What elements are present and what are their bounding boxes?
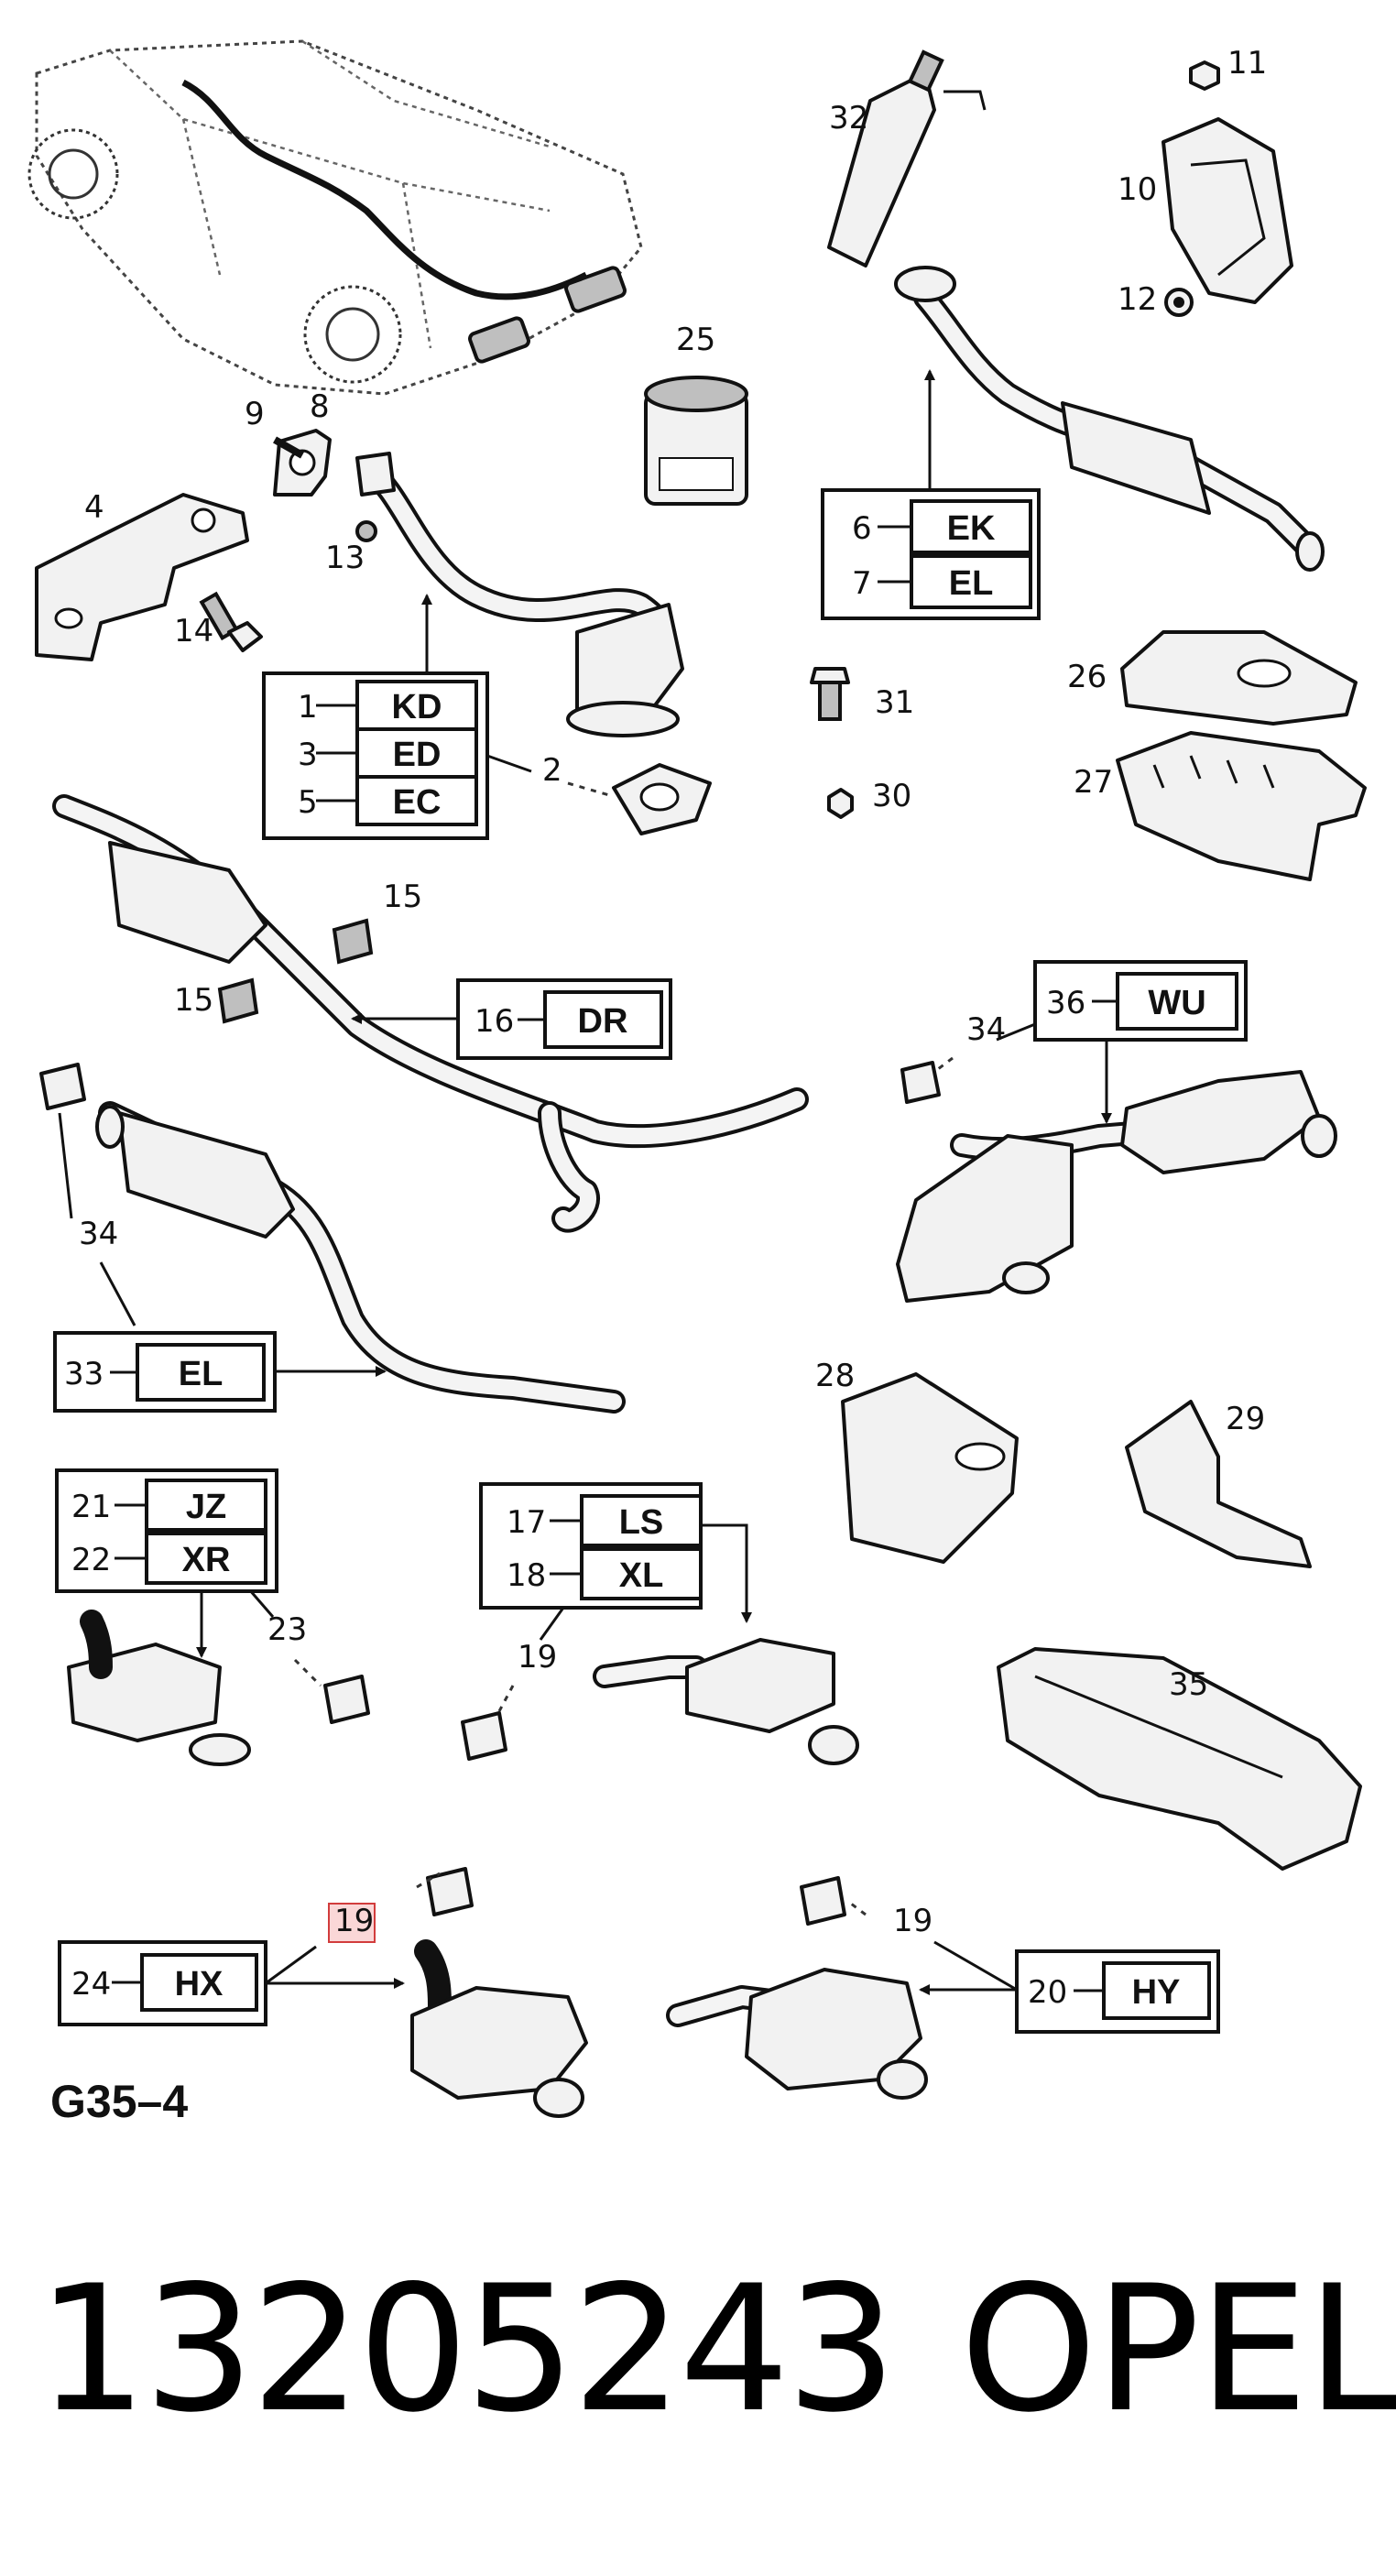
- front-pipe-illustration: [355, 452, 684, 737]
- clamp-illustration: [39, 1063, 86, 1110]
- figure-id: G35–4: [50, 2076, 189, 2127]
- callout-label: 19: [334, 1903, 374, 1939]
- box-row-code: WU: [1148, 984, 1205, 1022]
- leader-lines: [58, 369, 1112, 1995]
- callout-label: 13: [325, 540, 365, 576]
- box-row-code: JZ: [186, 1488, 226, 1526]
- box-row-number: 24: [71, 1966, 111, 2003]
- code-box-rear-muffler-jz: 21 22 JZ XR: [55, 1468, 278, 1593]
- callout-highlight-box: [328, 1903, 376, 1943]
- callout-label: 12: [1118, 281, 1157, 318]
- heat-shield-illustration: [1116, 630, 1367, 881]
- callout-label: 28: [815, 1358, 855, 1394]
- callout-label: 19: [893, 1903, 932, 1939]
- box-row-number: 22: [71, 1542, 111, 1578]
- box-row-code: EK: [947, 509, 996, 548]
- callout-label: 15: [383, 879, 422, 915]
- box-row-number: 17: [507, 1504, 546, 1541]
- center-muffler-illustration: [52, 794, 809, 1233]
- callout-label: 26: [1067, 659, 1107, 695]
- rear-muffler-ls-illustration: [461, 1638, 859, 1765]
- box-row-code: ED: [393, 736, 442, 774]
- code-box-rear-muffler-ls: 17 18 LS XL: [479, 1482, 703, 1610]
- box-row-number: 5: [298, 784, 318, 821]
- mounting-bracket-illustration: [35, 493, 263, 661]
- callout-label: 15: [174, 982, 213, 1019]
- sealant-tube-illustration: [827, 49, 987, 267]
- code-box-center-muffler: 16 DR: [456, 978, 672, 1060]
- box-row-number: 33: [64, 1356, 104, 1392]
- callout-label: 34: [966, 1011, 1006, 1048]
- paste-can-illustration: [644, 376, 748, 506]
- rear-muffler-wu-illustration: [896, 1061, 1337, 1303]
- box-row-code: EL: [179, 1355, 224, 1393]
- callout-label: 10: [1118, 171, 1157, 208]
- box-row-code: LS: [619, 1503, 664, 1542]
- box-row-number: 7: [852, 565, 872, 602]
- gasket-stud-nut-illustration: [273, 429, 377, 542]
- callout-label: 27: [1074, 764, 1113, 801]
- code-box-rear-muffler-hx: 24 HX: [58, 1940, 267, 2026]
- callout-label: 8: [310, 388, 330, 425]
- box-row-code: HY: [1132, 1973, 1181, 2012]
- rear-muffler-jz-illustration: [67, 1610, 370, 1766]
- front-pipe-catalyst-illustration: [894, 266, 1325, 572]
- intermediate-pipe-illustration: [95, 1101, 626, 1414]
- rear-muffler-hy-illustration: [666, 1876, 928, 2100]
- callout-label: 4: [84, 489, 104, 526]
- box-row-code: XL: [619, 1556, 664, 1595]
- box-row-code: EC: [393, 783, 442, 822]
- callout-label: 31: [875, 684, 914, 721]
- callout-label: 30: [872, 778, 911, 814]
- box-row-number: 36: [1046, 985, 1085, 1021]
- box-row-code: EL: [949, 564, 994, 603]
- callout-label: 19: [518, 1639, 557, 1675]
- code-box-catalyst-pipe: 6 7 EK EL: [821, 488, 1041, 620]
- box-row-number: 3: [298, 737, 318, 773]
- brand-caption: OPEL: [960, 2248, 1396, 2450]
- box-row-code: XR: [182, 1541, 231, 1579]
- callout-label: 2: [542, 752, 562, 789]
- box-row-code: KD: [392, 688, 442, 726]
- code-box-rear-muffler-wu: 36 WU: [1033, 960, 1248, 1042]
- box-row-number: 18: [507, 1557, 546, 1594]
- box-row-number: 21: [71, 1489, 111, 1525]
- callout-label: 14: [174, 613, 213, 649]
- callout-label: 11: [1227, 45, 1267, 82]
- heat-bracket-illustration: [1162, 60, 1293, 317]
- box-row-number: 20: [1028, 1974, 1067, 2011]
- box-row-code: HX: [175, 1965, 224, 2003]
- callout-label: 25: [676, 322, 715, 358]
- code-box-intermediate-pipe: 33 EL: [53, 1331, 277, 1413]
- bolt-nut-illustration: [810, 667, 854, 819]
- box-row-number: 16: [474, 1003, 514, 1040]
- box-row-number: 1: [298, 689, 318, 726]
- heat-shield-long-illustration: [997, 1647, 1362, 1871]
- callout-label: 34: [79, 1216, 118, 1252]
- callout-label: 29: [1226, 1401, 1265, 1437]
- callout-label: 9: [245, 396, 265, 432]
- rear-muffler-hx-illustration: [410, 1867, 588, 2118]
- box-row-number: 6: [852, 510, 872, 547]
- callout-label: 35: [1169, 1666, 1208, 1703]
- part-number-caption: 13205243: [37, 2248, 897, 2450]
- gasket-illustration: [612, 763, 712, 835]
- box-row-code: DR: [578, 1002, 628, 1041]
- code-box-front-pipe: 1 3 5 KD ED EC: [262, 671, 489, 840]
- heat-shield-rear-illustration: [841, 1372, 1312, 1568]
- callout-label: 23: [267, 1611, 307, 1648]
- car-illustration: [27, 39, 643, 396]
- code-box-rear-muffler-hy: 20 HY: [1015, 1949, 1220, 2034]
- callout-label: 32: [829, 100, 868, 136]
